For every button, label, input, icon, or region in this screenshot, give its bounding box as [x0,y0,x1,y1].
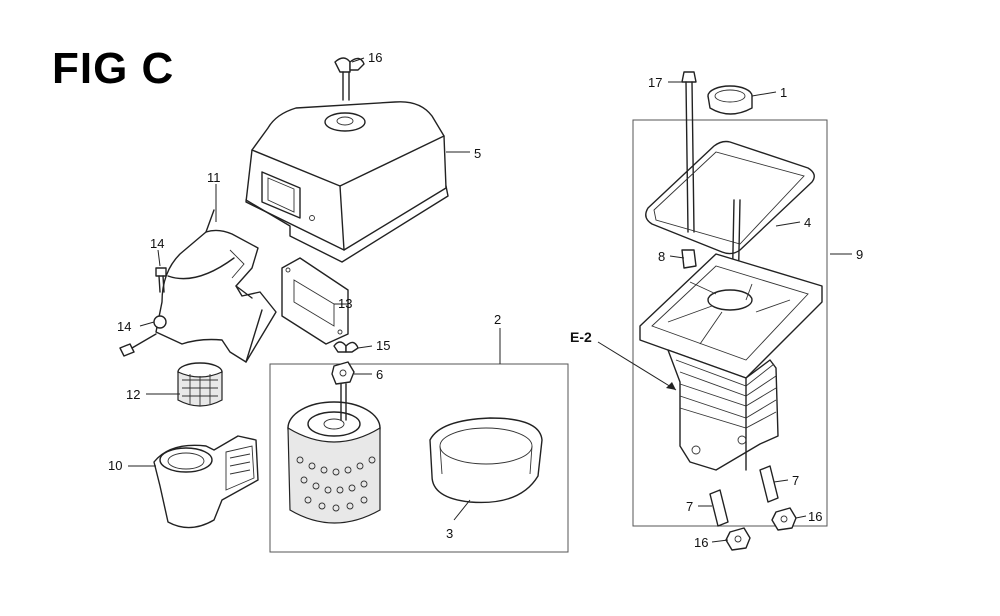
callout-2: 2 [494,312,501,327]
callout-ref-e2: E-2 [570,329,592,345]
callout-16-right: 16 [808,509,822,524]
foam-element [429,417,543,504]
collar-ring [707,85,753,115]
figure-title: FIG C [52,44,175,93]
drain-tube-left [709,489,729,527]
callout-14-lower: 14 [117,319,131,334]
nut-bottom-left [725,527,751,551]
callout-6: 6 [376,367,383,382]
nut [331,361,355,385]
gasket-plate [281,257,349,345]
callout-7-left: 7 [686,499,693,514]
wing-nut-lower [333,341,359,353]
callout-8: 8 [658,249,665,264]
air-filter-element [287,383,381,524]
air-cleaner-cover [245,101,449,263]
callout-12: 12 [126,387,140,402]
filter-case [153,435,259,529]
air-cleaner-case [639,253,823,471]
nut-bottom-right [771,507,797,531]
air-guide-elbow [153,209,277,363]
callout-14-upper: 14 [150,236,164,251]
callout-5: 5 [474,146,481,161]
callout-17: 17 [648,75,662,90]
callout-3: 3 [446,526,453,541]
leader-lines [128,57,852,543]
callout-9: 9 [856,247,863,262]
callout-13: 13 [338,296,352,311]
drain-tube-right [759,465,779,503]
callout-1: 1 [780,85,787,100]
gasket [645,140,815,255]
bolt-lower [119,333,157,357]
bolt-upper [155,267,167,293]
long-bolt [681,71,697,233]
callout-4: 4 [804,215,811,230]
group-box-9 [632,119,828,527]
callout-7-right: 7 [792,473,799,488]
wing-nut-top [334,57,365,101]
callout-10: 10 [108,458,122,473]
ref-arrowhead [666,382,676,390]
callout-11: 11 [207,170,221,185]
callout-15: 15 [376,338,390,353]
secondary-filter [177,362,223,407]
small-collar [681,249,697,269]
callout-16-left: 16 [694,535,708,550]
group-box-2 [269,363,569,553]
callout-16-top: 16 [368,50,382,65]
